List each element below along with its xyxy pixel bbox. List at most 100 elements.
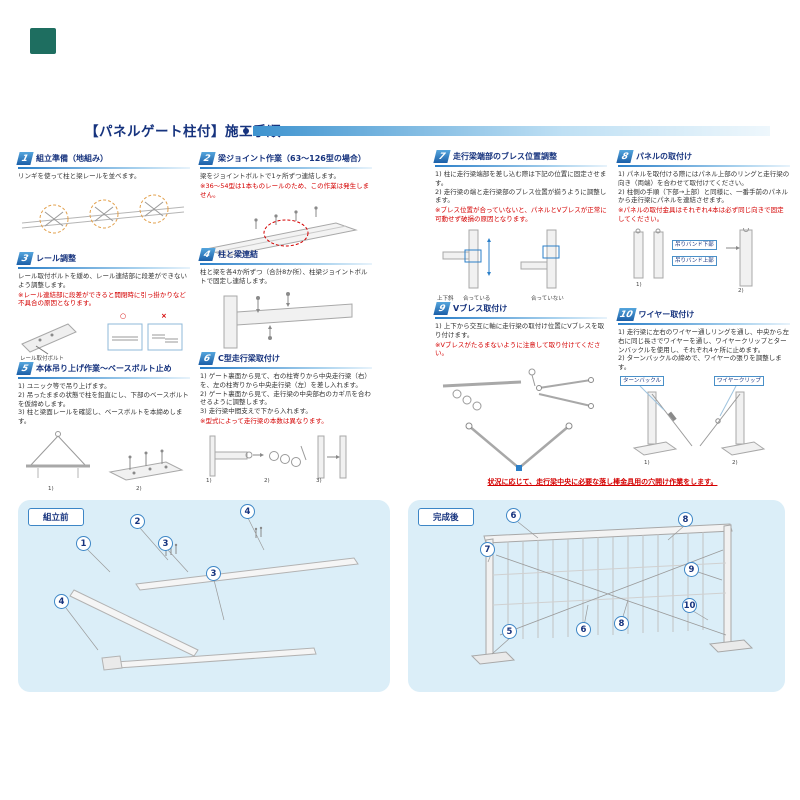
step-5-body: 1) ユニック等で吊り上げます。 2) 吊ったままの状態で柱を鉛直にし、下部のベ… xyxy=(18,382,189,426)
step-1-diagram xyxy=(18,185,190,245)
step-6-rule xyxy=(200,367,372,369)
step-8-diagram: 吊りバンド下部 吊りバンド上部 1) 2) xyxy=(618,227,790,302)
step-9-rule xyxy=(435,317,607,319)
step-8: 8 パネルの取付け 1) パネルを取付ける際にはパネル上部のリングと走行梁の向き… xyxy=(616,150,790,302)
step-3-note: ※レール連結部に段差ができると開閉時に引っ掛かりなど不具合の原因となります。 xyxy=(18,290,186,308)
callout-after-8b: 8 xyxy=(614,616,629,631)
step-2-body: 梁をジョイントボルトで1ヶ所ずつ連結します。 xyxy=(200,172,340,180)
step-7-diagram: 上下斜 合っている 合っていない xyxy=(435,228,607,304)
c-beam-figure xyxy=(209,435,347,479)
step-4-diagram xyxy=(200,290,372,356)
step-2-note: ※36〜54型は1本ものレールのため、この作業は発生しません。 xyxy=(200,181,370,199)
callout-after-6b: 6 xyxy=(576,622,591,637)
after-assembly-panel: 完成後 6 8 7 9 10 5 6 8 xyxy=(408,500,785,692)
step-6-header: 6 C型走行梁取付け xyxy=(198,352,372,365)
step-8-title: パネルの取付け xyxy=(636,152,692,161)
page-title: 【パネルゲート柱付】施工手順 xyxy=(85,124,281,140)
wire-attach-figure xyxy=(632,385,766,456)
step-1-rule xyxy=(18,167,190,169)
callout-after-8: 8 xyxy=(678,512,693,527)
step-8-body: 1) パネルを取付ける際にはパネル上部のリングと走行梁の向き（両端）を合わせて取… xyxy=(618,170,790,205)
step-8-header: 8 パネルの取付け xyxy=(616,150,790,163)
callout-before-1: 1 xyxy=(76,536,91,551)
step-3: 3 レール調整 レール取付ボルトを緩め、レール連結部に段差ができないよう調整しま… xyxy=(16,252,190,364)
brand-logo xyxy=(30,28,56,54)
step-10-body: 1) 走行梁に左右のワイヤー通しリングを通し、中央から左右に同じ長さでワイヤーを… xyxy=(618,328,790,372)
step-4: 4 柱と梁連結 柱と梁を各4か所ずつ（合計8か所）、柱梁ジョイントボルトで固定し… xyxy=(198,248,372,356)
callout-after-7: 7 xyxy=(480,542,495,557)
step-6-title: C型走行梁取付け xyxy=(218,354,280,363)
post-beam-joint-figure xyxy=(223,291,353,349)
step-1-header: 1 組立準備（地組み） xyxy=(16,152,190,165)
after-assembly-label: 完成後 xyxy=(418,508,474,526)
step-5-fig2-label: 2) xyxy=(136,485,142,492)
step-10-fig1-label: 1) xyxy=(644,459,650,466)
step-10: 10 ワイヤー取付け 1) 走行梁に左右のワイヤー通しリングを通し、中央から左右… xyxy=(616,308,790,470)
step-1: 1 組立準備（地組み） リンギを使って柱と梁レールを並べます。 xyxy=(16,152,190,245)
step-6-number: 6 xyxy=(198,352,216,365)
step-5-rule xyxy=(18,377,190,379)
hanging-band-upper-label: 吊りバンド上部 xyxy=(672,255,717,266)
step-7-header: 7 走行梁端部のブレス位置調整 xyxy=(433,150,607,163)
step-5-number: 5 xyxy=(16,362,34,375)
step-6: 6 C型走行梁取付け 1) ゲート裏面から見て、右の柱寄りから中央走行梁（右）を… xyxy=(198,352,372,488)
after-assembly-figure xyxy=(470,521,754,665)
step-7-direction-label: 上下斜 xyxy=(437,295,454,302)
step-7-ok-label: 合っている xyxy=(463,295,491,302)
ng-mark: × xyxy=(161,312,167,321)
step-8-note: ※パネルの取付金具はそれぞれ4本は必ず同じ向きで固定してください。 xyxy=(618,206,784,223)
callout-after-6: 6 xyxy=(506,508,521,523)
hanging-band-lower-label: 吊りバンド下部 xyxy=(672,239,717,250)
step-7-ng-label: 合っていない xyxy=(531,295,564,302)
step-6-fig1-label: 1) xyxy=(206,477,212,484)
step-5-fig1-label: 1) xyxy=(48,485,54,492)
callout-before-4b: 4 xyxy=(54,594,69,609)
step-3-header: 3 レール調整 xyxy=(16,252,190,265)
drop-bar-hole-note: 状況に応じて、走行梁中央に必要な落し棒金具用の穴開け作業をします。 xyxy=(487,478,718,486)
step-7: 7 走行梁端部のブレス位置調整 1) 柱に走行梁端部を差し込む際は下記の位置に固… xyxy=(433,150,607,304)
step-4-number: 4 xyxy=(198,248,216,261)
step-9-header: 9 Vブレス取付け xyxy=(433,302,607,315)
rail-bolt-label: レール取付ボルト xyxy=(20,356,65,363)
callout-after-5: 5 xyxy=(502,624,517,639)
beam-joint-figure xyxy=(204,206,358,257)
step-6-fig2-label: 2) xyxy=(264,477,270,484)
ok-mark: ○ xyxy=(120,312,127,321)
step-3-rule xyxy=(18,267,190,269)
callout-after-9: 9 xyxy=(684,562,699,577)
step-10-rule xyxy=(618,323,790,325)
step-2-number: 2 xyxy=(198,152,216,165)
callout-before-3b: 3 xyxy=(206,566,221,581)
step-9-title: Vブレス取付け xyxy=(453,304,508,313)
step-3-diagram: レール取付ボルト ○ × xyxy=(18,312,190,364)
step-6-note: ※型式によって走行梁の本数は異なります。 xyxy=(200,416,328,425)
rail-layout-figure xyxy=(21,194,185,234)
step-6-body: 1) ゲート裏面から見て、右の柱寄りから中央走行梁（右）を、左の柱寄りから中央走… xyxy=(200,372,371,416)
step-4-header: 4 柱と梁連結 xyxy=(198,248,372,261)
step-5-diagram: 1) 2) xyxy=(18,430,190,504)
turnbuckle-label: ターンバックル xyxy=(620,375,665,387)
lifting-figure xyxy=(26,430,184,481)
step-5: 5 本体吊り上げ作業〜ベースボルト止め 1) ユニック等で吊り上げます。 2) … xyxy=(16,362,190,504)
step-5-title: 本体吊り上げ作業〜ベースボルト止め xyxy=(36,364,172,373)
panel-attach-figure xyxy=(633,227,753,287)
brace-position-figure xyxy=(442,229,560,289)
step-1-number: 1 xyxy=(16,152,34,165)
step-4-body: 柱と梁を各4か所ずつ（合計8か所）、柱梁ジョイントボルトで固定し連結します。 xyxy=(200,268,368,285)
step-1-body: リンギを使って柱と梁レールを並べます。 xyxy=(18,172,141,180)
step-4-rule xyxy=(200,263,372,265)
step-7-rule xyxy=(435,165,607,167)
rail-adjust-figure xyxy=(21,323,183,355)
step-8-number: 8 xyxy=(616,150,634,163)
step-3-number: 3 xyxy=(16,252,34,265)
step-9: 9 Vブレス取付け 1) 上下から交互に軸に走行梁の取付け位置にVブレスを取り付… xyxy=(433,302,607,484)
step-9-body: 1) 上下から交互に軸に走行梁の取付け位置にVブレスを取り付けます。 xyxy=(435,322,605,339)
step-7-title: 走行梁端部のブレス位置調整 xyxy=(453,152,557,161)
header-gradient-bar xyxy=(253,126,770,136)
callout-before-3: 3 xyxy=(158,536,173,551)
step-7-number: 7 xyxy=(433,150,451,163)
step-3-title: レール調整 xyxy=(36,254,76,263)
step-5-header: 5 本体吊り上げ作業〜ベースボルト止め xyxy=(16,362,190,375)
step-6-diagram: 1) 2) 3) xyxy=(200,430,372,488)
step-9-diagram xyxy=(435,362,607,484)
